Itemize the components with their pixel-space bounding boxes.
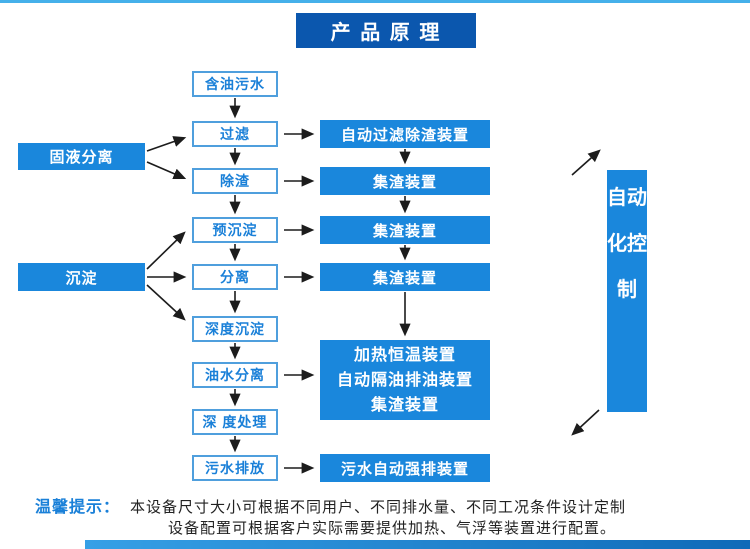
flow-step-oily-water: 含油污水 xyxy=(192,71,278,97)
flow-step-oil-water-separation: 油水分离 xyxy=(192,362,278,388)
flow-step-pre-sedimentation: 预沉淀 xyxy=(192,217,278,243)
device-slag-collector-3: 集渣装置 xyxy=(320,263,490,291)
group-label-sedimentation: 沉淀 xyxy=(18,263,145,291)
device-heating-oil-slag-group: 加热恒温装置 自动隔油排油装置 集渣装置 xyxy=(320,340,490,420)
device-slag-collector-2: 集渣装置 xyxy=(320,216,490,244)
flow-step-separation: 分离 xyxy=(192,264,278,290)
bottom-accent-bar xyxy=(85,540,750,549)
group-label-solid-liquid-separation: 固液分离 xyxy=(18,143,145,170)
tip-line2: 设备配置可根据客户实际需要提供加热、气浮等装置进行配置。 xyxy=(168,520,617,537)
flow-step-slag-removal: 除渣 xyxy=(192,168,278,194)
device-slag-line: 集渣装置 xyxy=(370,396,439,414)
flow-step-deep-sedimentation: 深度沉淀 xyxy=(192,316,278,342)
control-box-automation: 自动化控制 xyxy=(607,170,647,412)
tip-line1: 温馨提示： 本设备尺寸大小可根据不同用户、不同排水量、不同工况条件设计定制 xyxy=(35,493,626,517)
device-heating-line: 加热恒温装置 xyxy=(353,346,456,364)
device-slag-collector-1: 集渣装置 xyxy=(320,167,490,195)
tip-label: 温馨提示： xyxy=(35,499,121,516)
page-title: 产 品 原 理 xyxy=(296,13,476,48)
tip-text-1: 本设备尺寸大小可根据不同用户、不同排水量、不同工况条件设计定制 xyxy=(130,499,627,516)
device-oil-discharge-line: 自动隔油排油装置 xyxy=(336,371,473,389)
device-auto-filter-slag: 自动过滤除渣装置 xyxy=(320,120,490,148)
top-accent-line xyxy=(0,0,750,3)
flow-step-discharge: 污水排放 xyxy=(192,455,278,481)
device-auto-discharge: 污水自动强排装置 xyxy=(320,454,490,482)
flow-step-filter: 过滤 xyxy=(192,121,278,147)
flow-step-deep-treatment: 深 度处理 xyxy=(192,409,278,435)
